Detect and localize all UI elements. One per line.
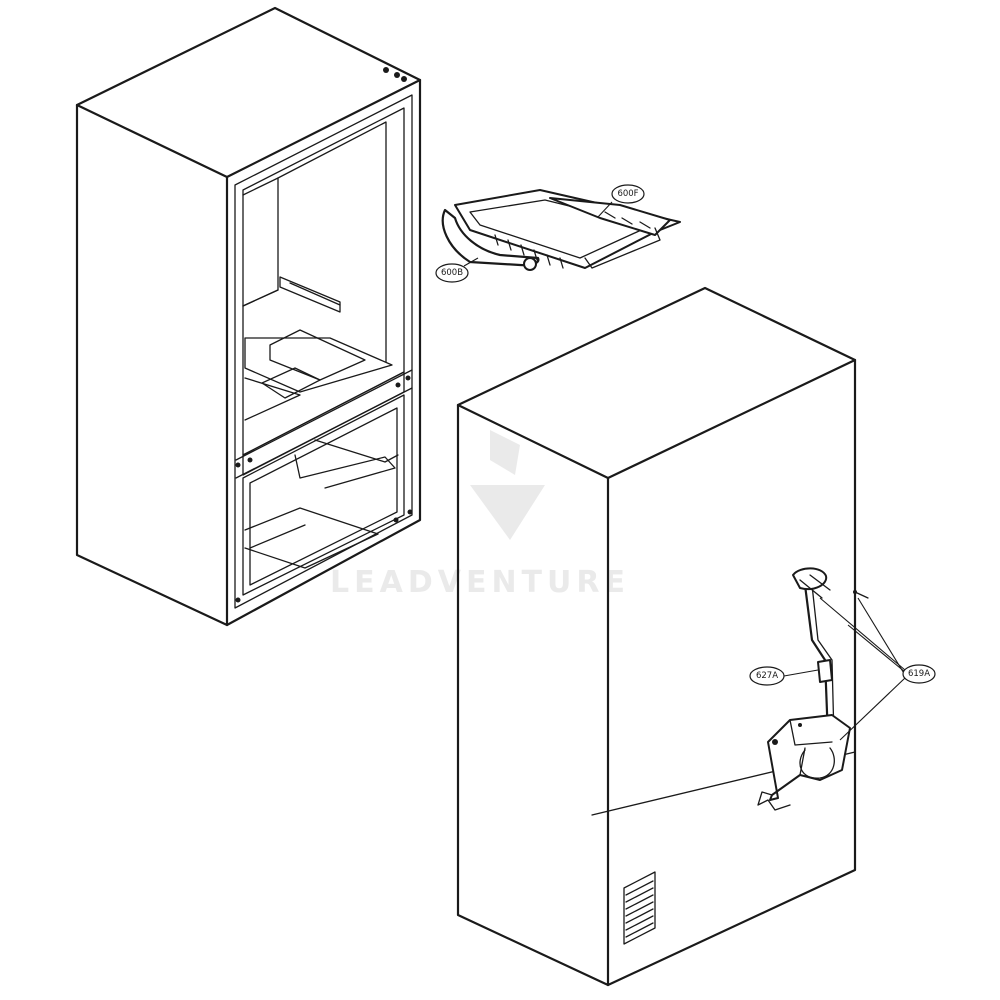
refrigerator-cabinet-rear [456, 286, 857, 987]
watermark-text: LEADVENTURE [330, 565, 630, 600]
watermark: LEADVENTURE [330, 430, 630, 600]
callout-627a: 627A [749, 666, 819, 686]
cabinet-screws [235, 67, 413, 603]
callout-600b: 600B [435, 257, 479, 283]
refrigerator-cabinet-front [75, 6, 422, 627]
ice-maker-assembly [441, 189, 681, 271]
callout-600f: 600F [597, 184, 645, 218]
callout-600b-label: 600B [441, 268, 463, 278]
vent-grille [623, 871, 656, 945]
water-line-assembly [757, 567, 869, 811]
callout-627a-label: 627A [756, 671, 778, 681]
callout-600f-label: 600F [617, 189, 638, 199]
callout-619a: 619A [819, 597, 936, 741]
watermark-logo-icon [470, 430, 545, 540]
callout-619a-label: 619A [908, 669, 930, 679]
